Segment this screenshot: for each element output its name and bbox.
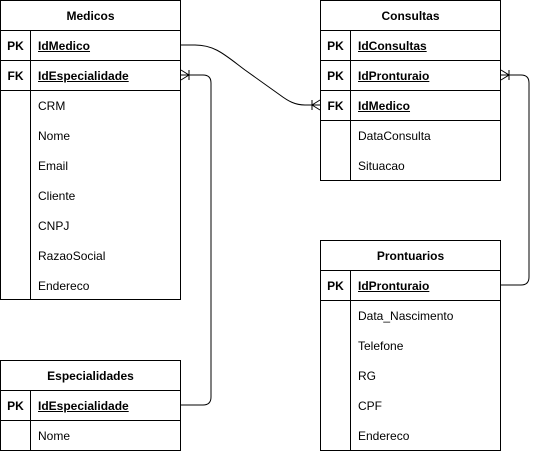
- many-crowfoot-marker: [500, 69, 510, 81]
- row-field[interactable]: CPF: [321, 391, 500, 421]
- many-crowfoot-marker: [180, 69, 190, 81]
- field-name: RazaoSocial: [38, 249, 106, 263]
- column-divider: [30, 421, 31, 450]
- row-fk[interactable]: FK IdMedico: [321, 91, 500, 121]
- row-field[interactable]: Cliente: [1, 181, 180, 211]
- field-name: IdMedico: [38, 39, 91, 53]
- entity-prontuarios[interactable]: Prontuarios PK IdPronturaio Data_Nascime…: [320, 240, 501, 451]
- connector-prontuario-consultas: [501, 74, 530, 286]
- connector-medico-consultas: [181, 44, 320, 106]
- row-field[interactable]: Telefone: [321, 331, 500, 361]
- row-field[interactable]: Nome: [1, 421, 180, 451]
- key-badge: PK: [1, 391, 31, 420]
- column-divider: [350, 301, 351, 450]
- row-field[interactable]: Data_Nascimento: [321, 301, 500, 331]
- field-name: CRM: [38, 99, 66, 113]
- field-name: DataConsulta: [358, 129, 431, 143]
- row-pk[interactable]: PK IdEspecialidade: [1, 391, 180, 421]
- key-badge: PK: [1, 31, 31, 60]
- row-pk[interactable]: PK IdConsultas: [321, 31, 500, 61]
- key-badge: FK: [1, 61, 31, 90]
- entity-title: Medicos: [1, 1, 180, 31]
- field-name: IdConsultas: [358, 39, 427, 53]
- connector-medico-especialidade: [181, 74, 212, 406]
- field-name: Situacao: [358, 159, 405, 173]
- key-badge: PK: [321, 271, 351, 300]
- row-field[interactable]: Endereco: [321, 421, 500, 451]
- field-name: Telefone: [358, 339, 404, 353]
- row-field[interactable]: DataConsulta: [321, 121, 500, 151]
- field-name: CPF: [358, 399, 382, 413]
- entity-especialidades[interactable]: Especialidades PK IdEspecialidade Nome: [0, 360, 181, 451]
- entity-title: Consultas: [321, 1, 500, 31]
- field-name: Email: [38, 159, 69, 173]
- column-divider: [350, 121, 351, 180]
- row-field[interactable]: CRM: [1, 91, 180, 121]
- row-fk[interactable]: FK IdEspecialidade: [1, 61, 180, 91]
- field-name: Endereco: [358, 429, 410, 443]
- entity-medicos[interactable]: Medicos PK IdMedico FK IdEspecialidade C…: [0, 0, 181, 300]
- field-name: Endereco: [38, 279, 90, 293]
- field-name: IdEspecialidade: [38, 399, 129, 413]
- row-pk[interactable]: PK IdPronturaio: [321, 271, 500, 301]
- field-name: IdEspecialidade: [38, 69, 129, 83]
- row-field[interactable]: Email: [1, 151, 180, 181]
- row-field[interactable]: Nome: [1, 121, 180, 151]
- field-name: IdMedico: [358, 99, 411, 113]
- column-divider: [30, 91, 31, 299]
- field-name: RG: [358, 369, 376, 383]
- field-name: Cliente: [38, 189, 76, 203]
- many-crowfoot-marker: [311, 99, 321, 111]
- entity-title: Prontuarios: [321, 241, 500, 271]
- field-name: CNPJ: [38, 219, 70, 233]
- row-field[interactable]: Endereco: [1, 271, 180, 301]
- key-badge: FK: [321, 91, 351, 120]
- field-name: Nome: [38, 429, 71, 443]
- row-field[interactable]: CNPJ: [1, 211, 180, 241]
- entity-title: Especialidades: [1, 361, 180, 391]
- field-name: Nome: [38, 129, 71, 143]
- row-field[interactable]: Situacao: [321, 151, 500, 181]
- field-name: Data_Nascimento: [358, 309, 454, 323]
- field-name: IdPronturaio: [358, 69, 430, 83]
- key-badge: PK: [321, 31, 351, 60]
- row-pk[interactable]: PK IdPronturaio: [321, 61, 500, 91]
- field-name: IdPronturaio: [358, 279, 430, 293]
- row-pk[interactable]: PK IdMedico: [1, 31, 180, 61]
- key-badge: PK: [321, 61, 351, 90]
- row-field[interactable]: RG: [321, 361, 500, 391]
- entity-consultas[interactable]: Consultas PK IdConsultas PK IdPronturaio…: [320, 0, 501, 181]
- row-field[interactable]: RazaoSocial: [1, 241, 180, 271]
